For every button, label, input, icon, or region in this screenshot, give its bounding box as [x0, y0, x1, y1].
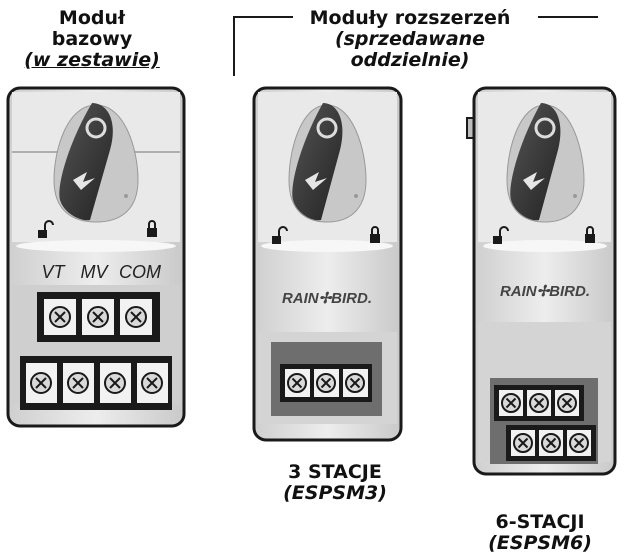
module-6-screws	[501, 393, 589, 453]
latch-icon	[506, 103, 585, 223]
base-module: VT MV COM	[6, 86, 186, 428]
module-6-caption: 6-STACJI (ESPSM6)	[455, 512, 625, 554]
base-screws	[30, 306, 163, 394]
expansion-bracket	[233, 16, 598, 76]
terminal-label-mv: MV	[81, 262, 110, 282]
module-3-caption-line2: (ESPSM3)	[283, 482, 387, 504]
unlock-icon	[272, 226, 288, 244]
module-6-caption-line2: (ESPSM6)	[488, 532, 592, 554]
base-title-line3: (w zestawie)	[24, 49, 160, 71]
module-6-caption-line1: 6-STACJI	[495, 511, 585, 533]
base-title-line1: Moduł	[58, 7, 126, 29]
lock-icon	[147, 220, 157, 237]
expansion-title-line1: Moduły rozszerzeń	[309, 7, 511, 29]
module-3-caption: 3 STACJE (ESPSM3)	[255, 462, 415, 504]
expansion-title-line2: (sprzedawane	[334, 28, 486, 50]
module-6: RAIN✢BIRD.	[466, 86, 617, 476]
module-3-caption-line1: 3 STACJE	[288, 461, 382, 483]
module-3: RAIN✢BIRD.	[252, 86, 403, 442]
latch-icon	[53, 103, 139, 223]
expansion-modules-title: Moduły rozszerzeń (sprzedawane oddzielni…	[265, 8, 555, 71]
lock-icon	[585, 226, 595, 243]
rain-bird-logo: RAIN✢BIRD.	[500, 283, 590, 300]
rain-bird-logo: RAIN✢BIRD.	[282, 290, 372, 307]
terminal-label-com: COM	[119, 262, 161, 282]
terminal-label-vt: VT	[41, 262, 66, 282]
latch-icon	[288, 103, 367, 223]
unlock-icon	[38, 220, 54, 238]
lock-icon	[370, 226, 380, 243]
unlock-icon	[493, 226, 509, 244]
module-3-screws	[287, 373, 365, 393]
base-module-title: Moduł bazowy (w zestawie)	[12, 8, 172, 71]
base-title-line2: bazowy	[51, 28, 133, 50]
expansion-title-line3: oddzielnie)	[350, 49, 470, 71]
